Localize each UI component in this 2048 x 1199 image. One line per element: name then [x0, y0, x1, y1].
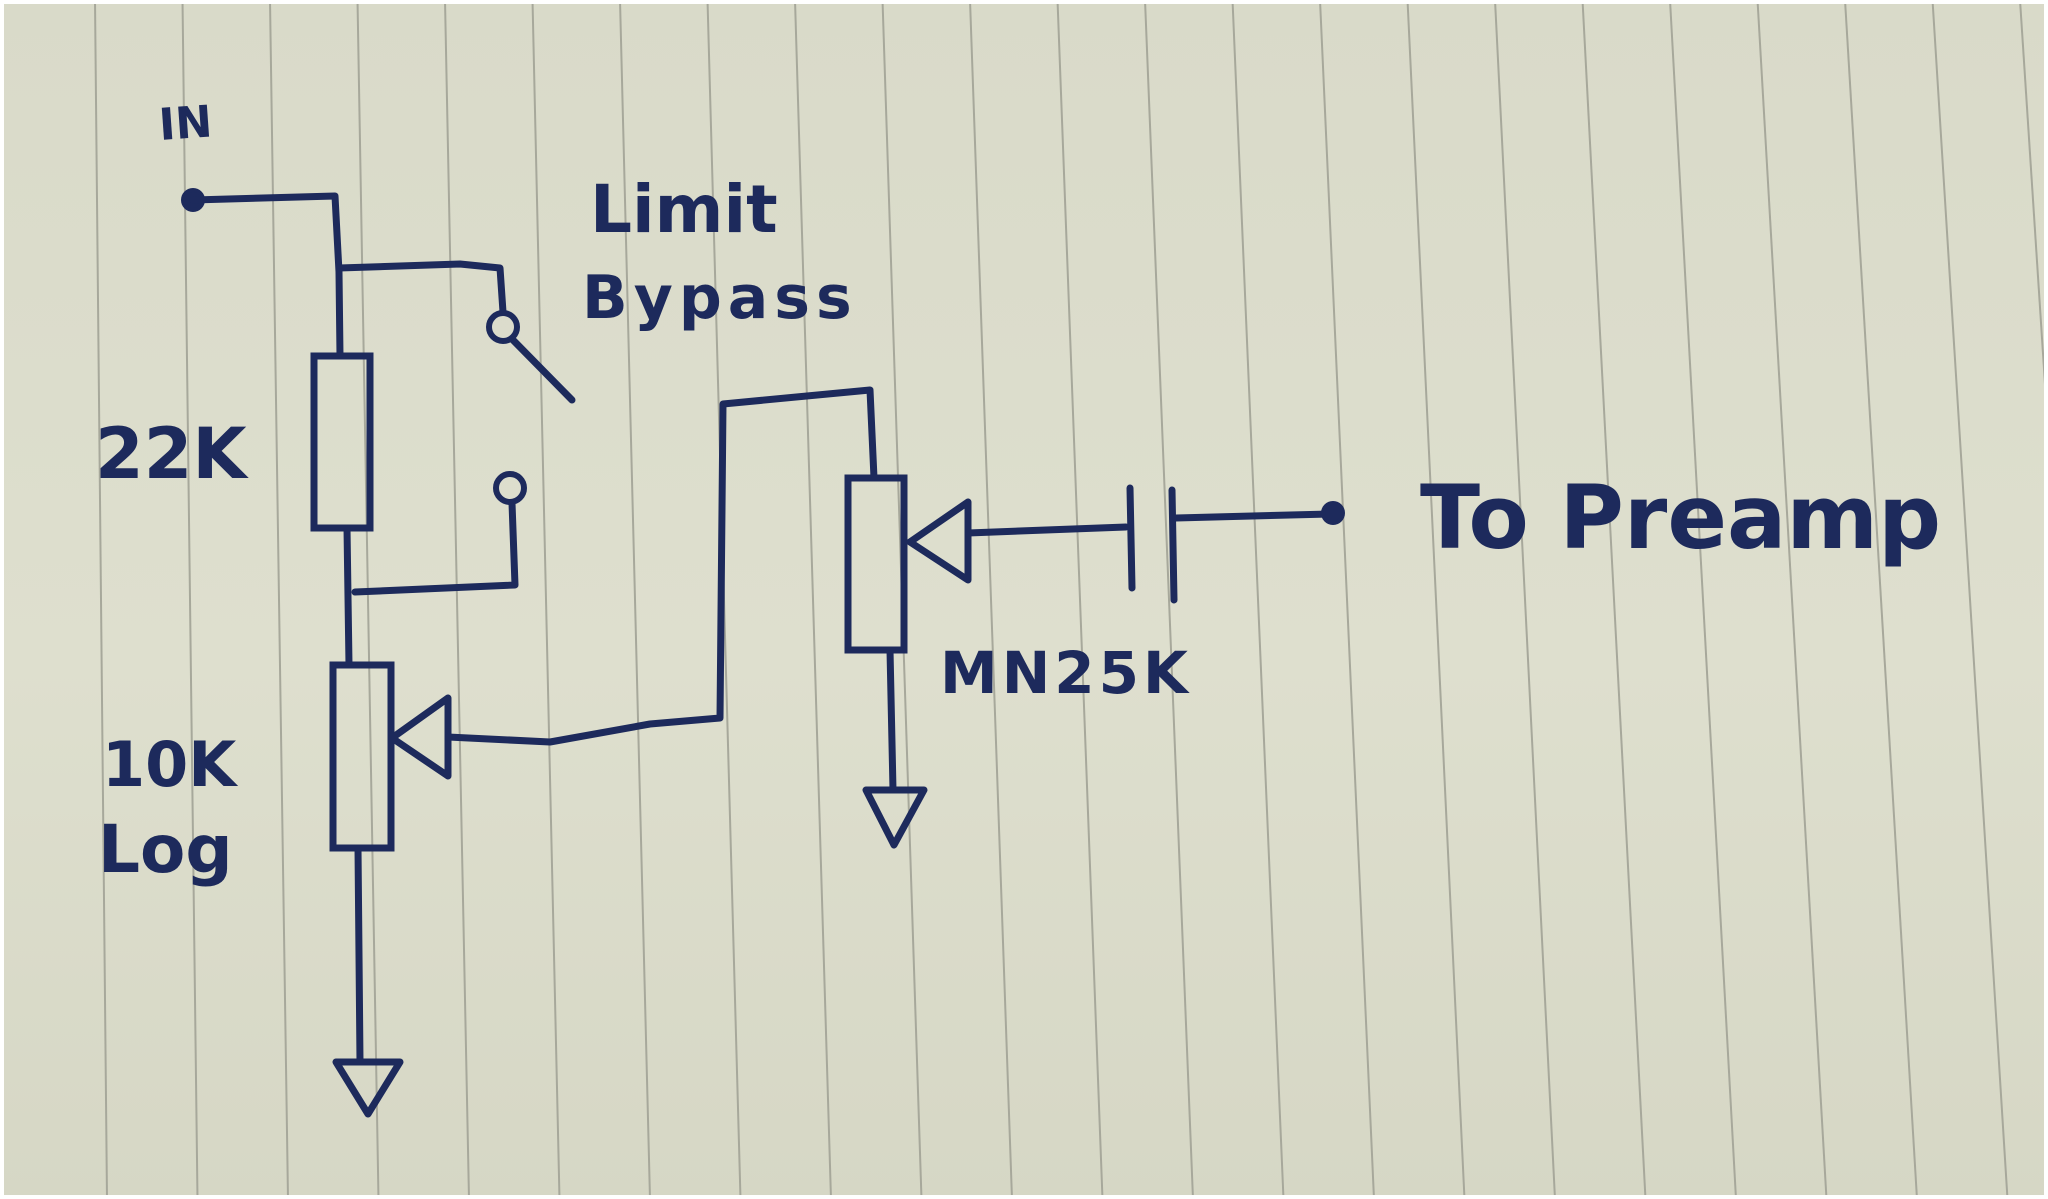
ruled-line: [1669, 0, 1737, 1199]
ground-symbol-left: [332, 1058, 404, 1118]
ruled-line: [1406, 0, 1466, 1199]
ruled-line: [619, 0, 651, 1199]
output-capacitor: [964, 484, 1334, 604]
ruled-line: [356, 0, 380, 1199]
ruled-line: [1581, 0, 1647, 1199]
ruled-line: [1844, 0, 1918, 1199]
ground-symbol-right: [862, 786, 928, 849]
potentiometer-label-log: Log: [98, 811, 233, 888]
ruled-line: [2019, 0, 2048, 446]
ruled-line: [444, 0, 470, 1199]
input-label: IN: [157, 96, 214, 151]
resistor-22k: [310, 268, 374, 669]
ruled-line: [1756, 0, 1828, 1199]
switch-label-bypass: Bypass: [582, 263, 858, 333]
ruled-line: [794, 0, 832, 1199]
ruled-line: [1056, 0, 1104, 1199]
ruled-line: [94, 0, 108, 1199]
resistor-label-22k: 22K: [95, 413, 249, 495]
ruled-line: [969, 0, 1013, 1199]
ruled-line: [1144, 0, 1194, 1199]
input-terminal: [181, 188, 343, 276]
ruled-line: [531, 0, 561, 1199]
ruled-line: [1931, 0, 2009, 1199]
ruled-line: [1319, 0, 1375, 1199]
output-label: To Preamp: [1420, 466, 1941, 569]
ruled-line: [1231, 0, 1285, 1199]
potentiometer-10k-log: [329, 386, 878, 1066]
potentiometer-label-mn25k: MN25K: [940, 639, 1192, 707]
potentiometer-label-10k: 10K: [102, 728, 238, 801]
output-terminal: [1321, 501, 1345, 525]
limit-bypass-switch: [335, 260, 576, 596]
potentiometer-mn25k: [844, 474, 972, 794]
ruled-line: [1494, 0, 1556, 1199]
switch-label-limit: Limit: [590, 171, 778, 248]
